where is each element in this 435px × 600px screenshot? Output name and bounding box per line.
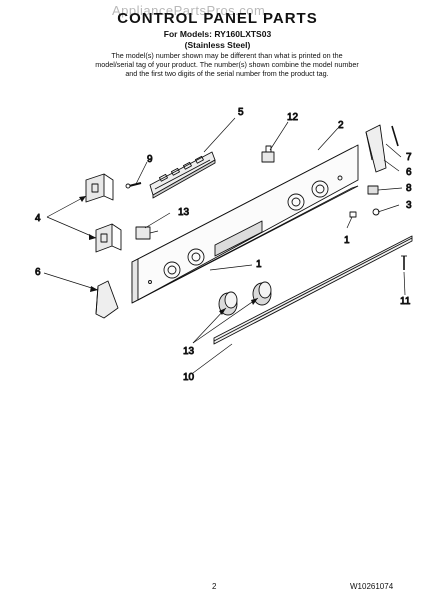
- rotary-switch-upper: [85, 173, 114, 203]
- end-cap-left: [95, 280, 119, 319]
- callout-13-upper: 13: [178, 207, 190, 218]
- callout-13-lower: 13: [183, 346, 195, 357]
- callout-5: 5: [238, 107, 244, 118]
- end-cap-right: [365, 124, 387, 173]
- callout-6-right: 6: [406, 167, 412, 178]
- control-board: [149, 151, 216, 199]
- callout-1-right: 1: [344, 235, 350, 246]
- callout-1-left: 1: [256, 259, 262, 270]
- trim-screw: [401, 255, 407, 270]
- mounting-clip: [367, 185, 379, 195]
- control-panel: [131, 144, 359, 304]
- mounting-screw-top: [391, 125, 399, 147]
- callout-12: 12: [287, 112, 299, 123]
- page-title: CONTROL PANEL PARTS: [117, 10, 318, 27]
- screw: [125, 182, 142, 189]
- watermark: AppliancePartsPros.com: [112, 3, 266, 18]
- callout-8: 8: [406, 183, 412, 194]
- leader-lines: [43, 117, 406, 374]
- callout-6-left: 6: [35, 267, 41, 278]
- callout-4: 4: [35, 213, 41, 224]
- model-note: The model(s) number shown may be differe…: [95, 51, 359, 78]
- callout-11: 11: [400, 296, 411, 307]
- callout-9: 9: [147, 154, 153, 165]
- trim-strip: [213, 235, 413, 345]
- finish-line: (Stainless Steel): [184, 40, 251, 50]
- callout-3: 3: [406, 200, 412, 211]
- bracket-clip: [261, 145, 275, 163]
- rotary-switch-lower: [95, 223, 122, 253]
- callout-10: 10: [183, 372, 195, 383]
- terminal-block: [135, 226, 159, 240]
- model-line: For Models: RY160LXTS03: [163, 29, 272, 39]
- spacer: [349, 211, 357, 218]
- document-number: W10261074: [350, 582, 394, 591]
- callout-7: 7: [406, 152, 412, 163]
- callout-2: 2: [338, 120, 344, 131]
- control-knob-right: [252, 281, 272, 306]
- page-number: 2: [212, 582, 217, 591]
- arrowheads: [79, 196, 258, 315]
